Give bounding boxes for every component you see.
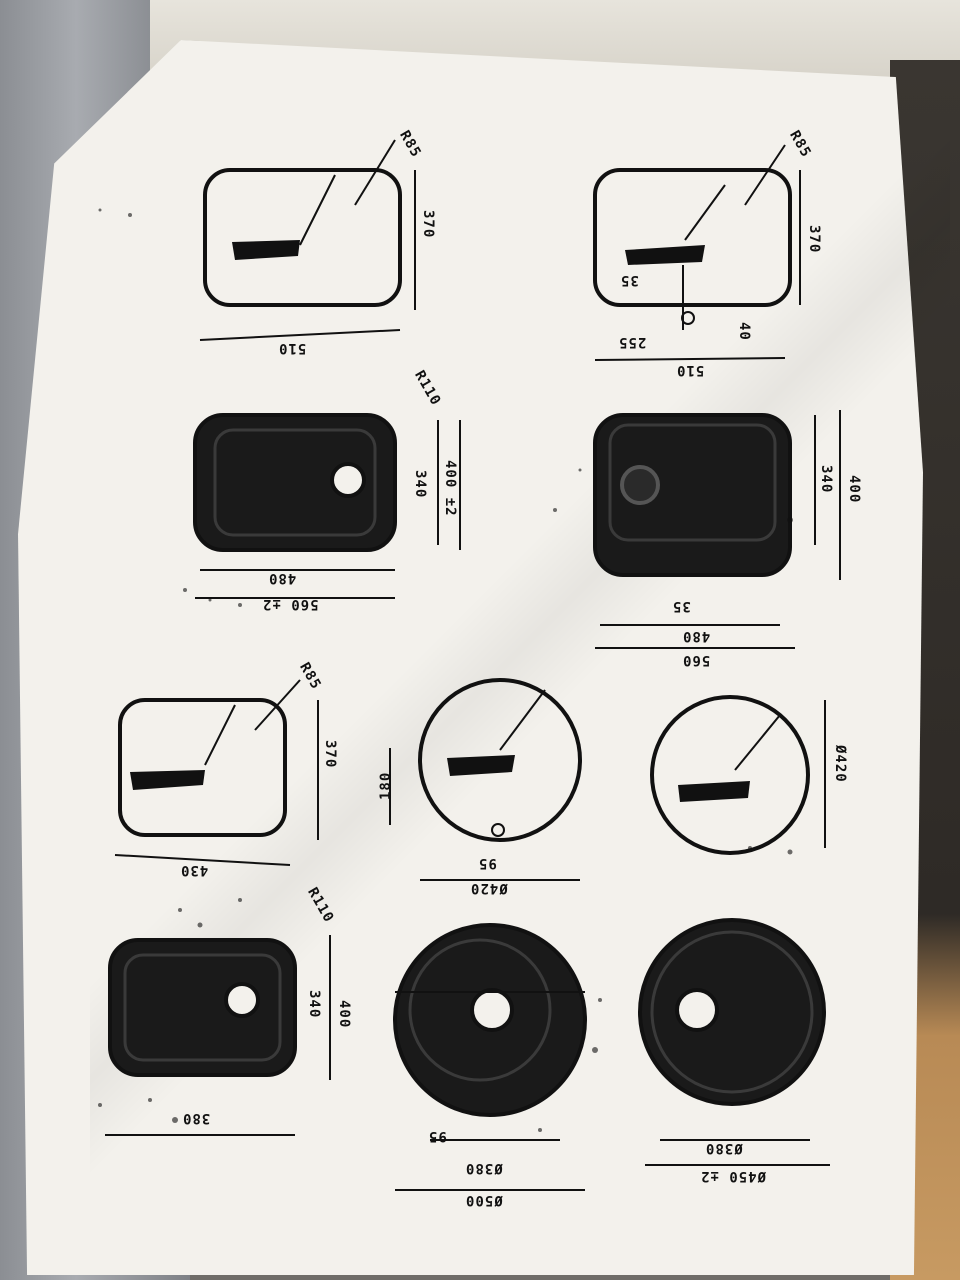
- dim-label: 400 ±2: [442, 460, 458, 517]
- dim-label: Ø420: [470, 880, 508, 896]
- dim-label: 400: [846, 475, 862, 504]
- dim-label: 400: [336, 1000, 352, 1029]
- sink-2-outline: [593, 168, 792, 307]
- sink-10-outline: [638, 918, 826, 1106]
- sink-9-drain: [470, 988, 514, 1032]
- dim-label: 560: [682, 652, 711, 668]
- dim-label: 95: [428, 1128, 447, 1144]
- dim-label: 35: [620, 272, 639, 288]
- dim-label: 340: [306, 990, 322, 1019]
- dim-label: 370: [322, 740, 338, 769]
- dim-label: 180: [378, 771, 394, 800]
- dim-label: Ø450 ±2: [700, 1168, 767, 1184]
- dim-label: 430: [180, 862, 209, 878]
- dim-label: Ø500: [465, 1192, 503, 1208]
- dim-label: 370: [806, 225, 822, 254]
- sink-7-outline: [650, 695, 810, 855]
- dim-label: 380: [182, 1110, 211, 1126]
- dim-label: 480: [268, 570, 297, 586]
- dim-label: Ø380: [705, 1140, 743, 1156]
- dim-label: Ø380: [465, 1160, 503, 1176]
- dim-label: 370: [420, 210, 436, 239]
- dim-label: 340: [818, 465, 834, 494]
- dim-label: 510: [676, 362, 705, 378]
- sink-8-drain: [224, 982, 260, 1018]
- sink-4-drain: [620, 465, 660, 505]
- dim-label: 255: [618, 334, 647, 350]
- dim-label: 35: [672, 598, 691, 614]
- dim-label: 480: [682, 628, 711, 644]
- dim-label: 340: [412, 470, 428, 499]
- dim-label: 510: [278, 340, 307, 356]
- sink-5-outline: [118, 698, 287, 837]
- sink-10-drain: [675, 988, 719, 1032]
- sink-3-outline: [193, 413, 397, 552]
- sink-8-outline: [108, 938, 297, 1077]
- dim-label: 560 ±2: [262, 596, 319, 612]
- sink-1-outline: [203, 168, 402, 307]
- sink-3-drain: [330, 462, 366, 498]
- dim-label: 95: [478, 855, 497, 871]
- sink-4-outline: [593, 413, 792, 577]
- dim-label: 40: [736, 322, 752, 341]
- dim-label: Ø420: [832, 745, 848, 783]
- sink-6-outline: [418, 678, 582, 842]
